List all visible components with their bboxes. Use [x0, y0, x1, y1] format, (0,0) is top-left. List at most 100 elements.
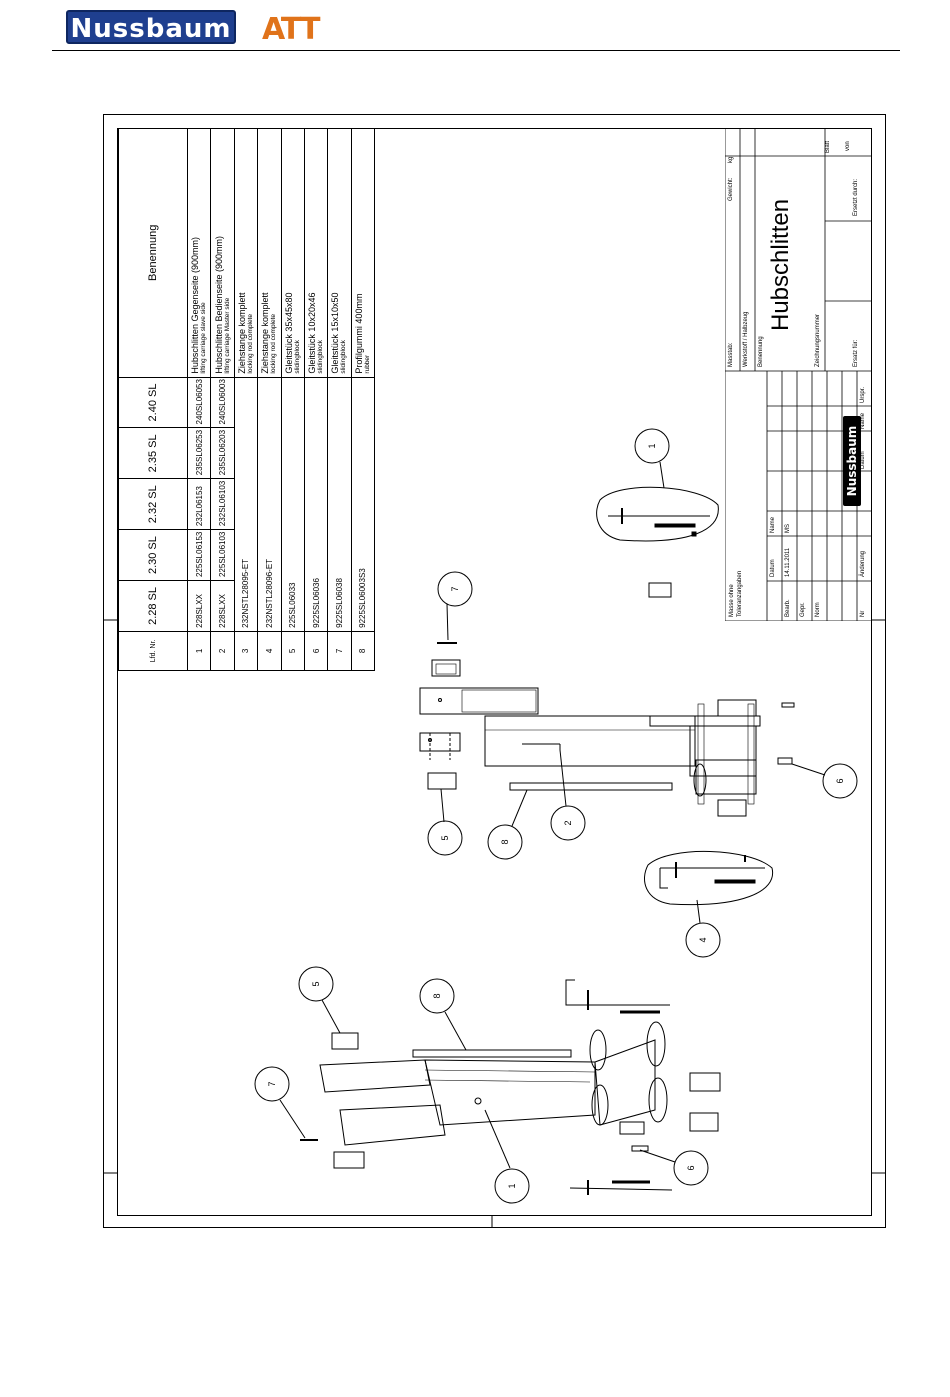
title-block-logo: Nussbaum	[843, 416, 861, 506]
parts-cell: 9225SL06003S3	[351, 377, 375, 632]
tb-urspr: Urspr.	[860, 386, 866, 403]
tb-aenderung: Änderung	[860, 550, 866, 577]
sliding-block-5-lower	[331, 1032, 359, 1050]
tb-zeichnungsnummer: Zeichnungsnummer	[815, 313, 821, 367]
tb-bearb-datum: 14.11.2011	[785, 547, 791, 577]
callout-8-lower	[419, 978, 467, 1051]
callout-6-upper	[791, 763, 858, 799]
parts-cell: 4	[257, 631, 281, 671]
tb-nr: Nr	[860, 610, 866, 617]
carriage-slave-side	[300, 1021, 668, 1146]
tb-von: von	[845, 141, 851, 151]
part-name-en: locking rod complete	[246, 313, 254, 374]
parts-cell: 3	[234, 631, 258, 671]
parts-cell: 232SL06103	[210, 478, 235, 530]
sliding-block-upper-right	[648, 582, 672, 598]
locking-rod-lower-a	[565, 979, 670, 1014]
callout-label-6a: 6	[835, 778, 845, 783]
callout-label-2: 2	[563, 820, 573, 825]
tb-bearb-name: MS	[785, 524, 791, 533]
part-name-de: Profilgummi 400mm	[353, 293, 364, 374]
callout-8-upper	[487, 789, 528, 860]
sliding-block-lower-right-b	[689, 1112, 719, 1132]
callout-7-upper	[437, 571, 473, 641]
callout-label-3: 1	[647, 443, 657, 448]
parts-cell: 240SL06053	[187, 377, 211, 428]
callout-2	[550, 749, 586, 841]
callout-label-7b: 7	[267, 1081, 277, 1086]
callout-label-5a: 5	[440, 835, 450, 840]
callout-label-4: 4	[698, 937, 708, 942]
callout-4	[685, 899, 721, 958]
callout-6-lower	[639, 1149, 709, 1186]
callout-label-7a: 7	[450, 586, 460, 591]
parts-col-header: 2.28 SL	[118, 580, 188, 632]
part-name-de: Ziehstange komplett	[260, 292, 271, 374]
title-block-rotated: Masse ohne Toleranzangaben Masstab: Werk…	[725, 128, 872, 621]
callout-label-8b: 8	[432, 993, 442, 998]
callout-1	[484, 1109, 530, 1204]
parts-cell: 8	[351, 631, 375, 671]
tb-name: Name	[770, 516, 776, 533]
title-block: Masse ohne Toleranzangaben Masstab: Werk…	[725, 128, 950, 621]
part-name-en: slidingblock	[340, 339, 348, 374]
tb-gewicht: Gewicht:	[728, 177, 734, 201]
small-part-upper	[781, 702, 795, 708]
parts-cell: 232NSTL28095-ET	[234, 377, 258, 632]
callout-label-5b: 5	[311, 981, 321, 986]
parts-cell: 232L06153	[187, 478, 211, 530]
parts-cell: 2	[210, 631, 235, 671]
part-name-en: slidingblock	[293, 339, 301, 374]
parts-cell: 235SL06253	[187, 427, 211, 479]
tb-massstab: Masstab:	[728, 342, 734, 367]
tb-ersetzt-durch: Ersetzt durch:	[853, 178, 859, 216]
rubber-profile-lower	[412, 1049, 572, 1058]
part-name-de: Hubschlitten Bedienseite (900mm)	[213, 236, 224, 374]
part-name-de: Ziehstange komplett	[236, 292, 247, 374]
parts-cell: 235SL06203	[210, 427, 235, 479]
parts-cell: Hubschlitten Bedienseite (900mm)lifting …	[210, 128, 235, 378]
parts-cell: 7	[327, 631, 352, 671]
callout-5-upper	[427, 788, 463, 856]
parts-cell: Hubschlitten Gegenseite (900mm)lifting c…	[187, 128, 211, 378]
tb-gewicht-unit: kg	[728, 156, 734, 163]
parts-col-header: 2.32 SL	[118, 478, 188, 530]
parts-cell: 228SLXX	[210, 580, 235, 632]
part-name-en: lifting carriage slave side	[200, 302, 208, 374]
sliding-block-lower-right-a	[689, 1072, 721, 1092]
title-block-grid	[725, 128, 872, 621]
parts-col-header: 2.40 SL	[118, 377, 188, 428]
tb-ersatz-fuer: Ersatz für:	[853, 339, 859, 367]
parts-cell: 9225SL06036	[304, 377, 328, 632]
header-rule	[52, 50, 900, 51]
tb-masse-ohne: Masse ohne	[729, 584, 735, 617]
callout-3	[634, 428, 670, 489]
locking-rod-lower-b	[569, 1180, 673, 1195]
tb-werkstoff: Werkstoff / Halbzeug	[743, 311, 749, 367]
tb-norm: Norm	[815, 602, 821, 617]
parts-cell: 240SL06003	[210, 377, 235, 428]
sliding-block-6-lower	[631, 1145, 649, 1152]
callout-label-6b: 6	[686, 1165, 696, 1170]
sliding-block-5-upper	[427, 772, 457, 790]
parts-cell: 5	[281, 631, 305, 671]
att-logo: ATT	[262, 12, 320, 47]
tb-datum: Datum	[770, 559, 776, 577]
sliding-block-right-upper	[717, 799, 747, 817]
part-name-en: slidingblock	[317, 339, 325, 374]
tb-bearb: Bearb.	[785, 599, 791, 617]
